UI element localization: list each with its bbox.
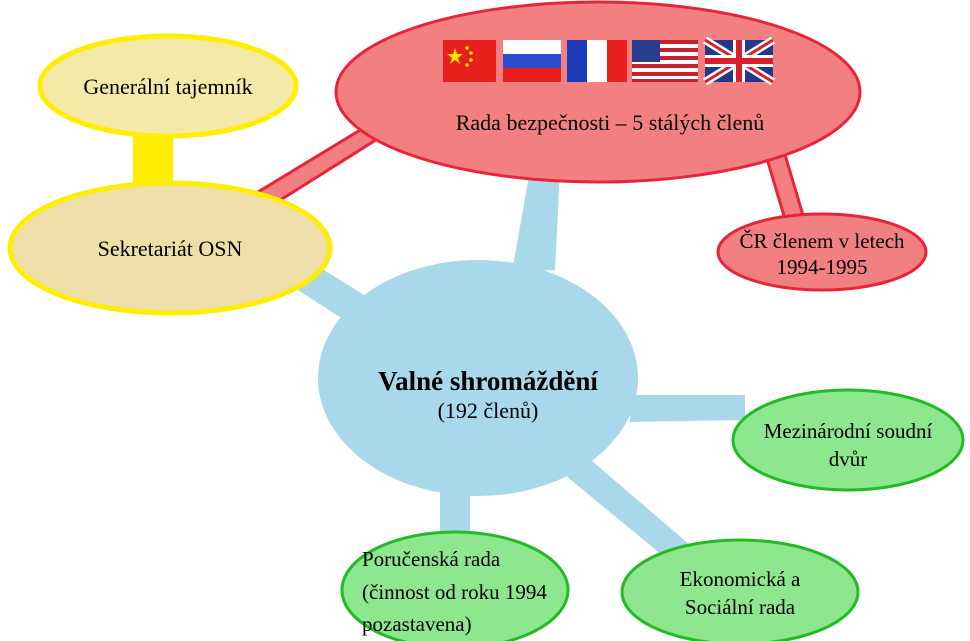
- connector-to-ecosoc: [565, 455, 690, 560]
- court-node: [731, 388, 965, 492]
- ecosoc-label-line2: Sociální rada: [685, 595, 796, 619]
- connector-to-court: [630, 395, 745, 422]
- russia-flag: [503, 40, 561, 82]
- cr-member-label-line2: 1994-1995: [777, 255, 868, 279]
- trusteeship-label-line3: pozastavena): [362, 612, 472, 636]
- general-secretary-node: [37, 33, 299, 139]
- france-flag: [567, 40, 627, 82]
- ecosoc-node: [620, 538, 860, 641]
- security-council-node: [334, 0, 862, 184]
- general-assembly-subtitle: (192 členů): [438, 398, 539, 423]
- uk-flag: [702, 36, 776, 86]
- general-assembly-node: [318, 260, 638, 496]
- cr-member-node: [716, 212, 928, 292]
- trusteeship-label-line1: Poručenská rada: [362, 547, 501, 571]
- cr-member-label-line1: ČR členem v letech: [739, 229, 905, 253]
- trusteeship-label-line2: (činnost od roku 1994: [362, 580, 547, 604]
- secretariat-node: [7, 180, 333, 316]
- general-assembly-title: Valné shromáždění: [378, 366, 598, 396]
- ecosoc-label-line1: Ekonomická a: [680, 567, 801, 591]
- court-label-line2: dvůr: [829, 447, 868, 471]
- court-label-line1: Mezinárodní soudní: [764, 419, 933, 443]
- general-secretary-label: Generální tajemník: [83, 74, 252, 99]
- security-council-label: Rada bezpečnosti – 5 stálých členů: [456, 110, 765, 135]
- permanent-member-flags: [443, 36, 776, 86]
- trusteeship-node: [340, 530, 570, 641]
- china-flag: [443, 40, 496, 82]
- connector-to-security-council: [512, 170, 560, 272]
- secretariat-label: Sekretariát OSN: [98, 236, 243, 261]
- usa-flag: [632, 40, 698, 82]
